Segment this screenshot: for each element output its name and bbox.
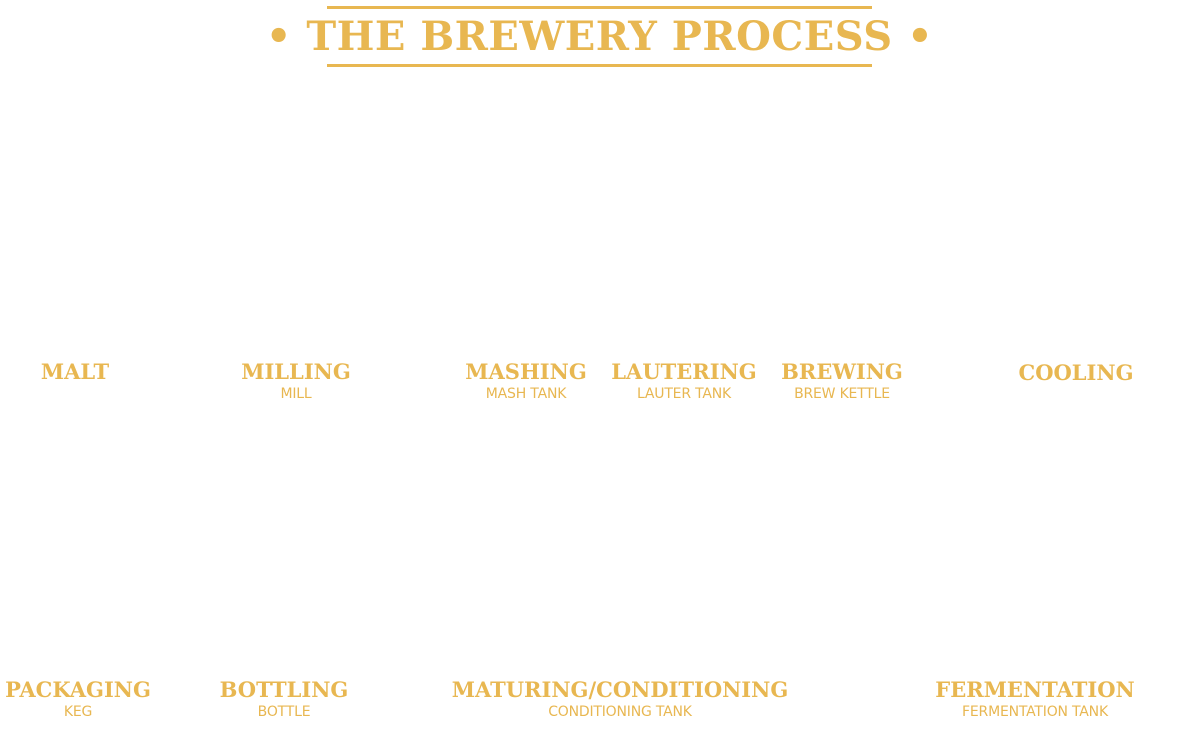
step-name: MASHING xyxy=(465,359,587,384)
step-equipment: LAUTER TANK xyxy=(636,386,732,402)
step-equipment: MASH TANK xyxy=(485,386,567,402)
step-packaging: PACKAGING KEG xyxy=(5,678,151,721)
step-name: FERMENTATION xyxy=(935,677,1135,702)
step-name: MATURING/CONDITIONING xyxy=(451,677,789,702)
step-malt: MALT xyxy=(41,360,109,384)
step-equipment: FERMENTATION TANK xyxy=(962,704,1108,720)
step-name: LAUTERING xyxy=(611,359,757,384)
step-milling: MILLING MILL xyxy=(241,360,351,403)
page-title: • THE BREWERY PROCESS • xyxy=(265,13,934,60)
step-bottling: BOTTLING BOTTLE xyxy=(220,678,349,721)
step-cooling: COOLING xyxy=(1018,361,1133,385)
step-maturing-conditioning: MATURING/CONDITIONING CONDITIONING TANK xyxy=(452,678,789,721)
step-equipment: BOTTLE xyxy=(257,704,311,720)
step-name: MILLING xyxy=(241,359,351,384)
step-equipment: BREW KETTLE xyxy=(794,386,890,402)
step-name: MALT xyxy=(40,359,110,384)
page-title-banner: • THE BREWERY PROCESS • xyxy=(266,6,933,67)
step-name: BOTTLING xyxy=(219,677,349,702)
step-equipment: KEG xyxy=(63,704,93,720)
step-equipment: CONDITIONING TANK xyxy=(548,704,692,720)
step-lautering: LAUTERING LAUTER TANK xyxy=(611,360,756,403)
step-fermentation: FERMENTATION FERMENTATION TANK xyxy=(935,678,1134,721)
step-name: BREWING xyxy=(781,359,903,384)
step-equipment: MILL xyxy=(280,386,312,402)
step-name: PACKAGING xyxy=(5,677,151,702)
step-name: COOLING xyxy=(1018,360,1134,385)
step-brewing: BREWING BREW KETTLE xyxy=(781,360,903,403)
step-mashing: MASHING MASH TANK xyxy=(465,360,587,403)
